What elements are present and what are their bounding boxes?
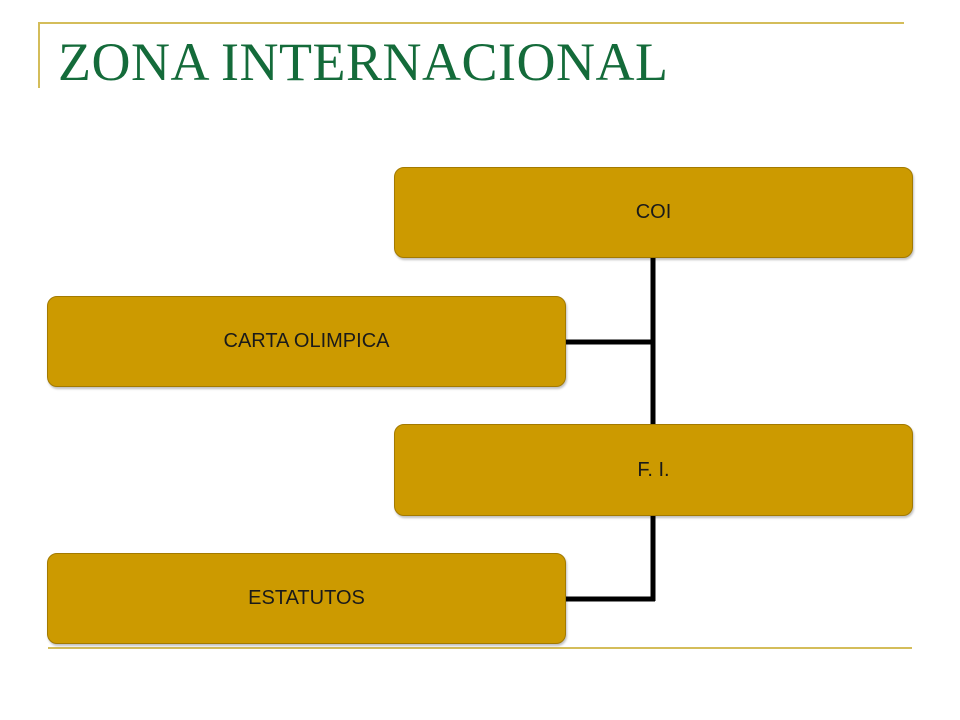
slide-title: ZONA INTERNACIONAL	[58, 32, 669, 92]
node-coi[interactable]: COI	[394, 167, 913, 258]
node-carta-olimpica[interactable]: CARTA OLIMPICA	[47, 296, 566, 387]
node-estatutos-label: ESTATUTOS	[248, 587, 365, 609]
frame-top-line	[38, 22, 904, 24]
node-coi-label: COI	[635, 201, 672, 223]
node-carta-olimpica-label: CARTA OLIMPICA	[223, 330, 390, 352]
node-estatutos[interactable]: ESTATUTOS	[47, 553, 566, 644]
frame-bottom-line	[48, 647, 912, 649]
node-fi[interactable]: F. I.	[394, 424, 913, 516]
frame-left-line	[38, 22, 40, 88]
node-fi-label: F. I.	[637, 458, 670, 481]
